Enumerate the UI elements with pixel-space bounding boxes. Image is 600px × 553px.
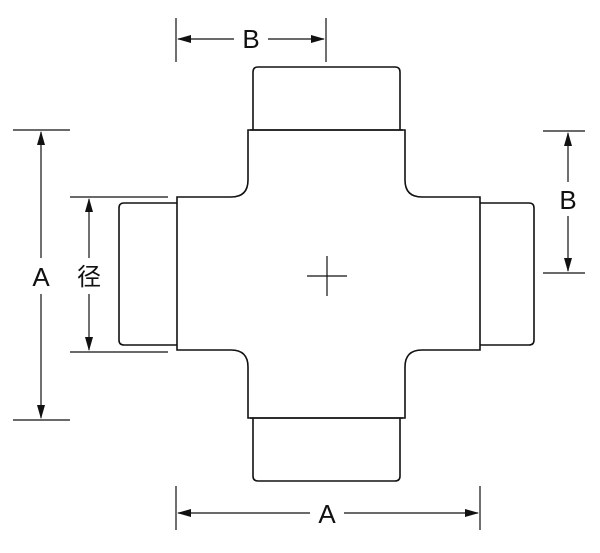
- bottom-a-arrow-left: [177, 509, 191, 517]
- diameter-arrow-top: [85, 198, 93, 212]
- diameter-arrow-bottom: [85, 337, 93, 351]
- right-b-arrow-bottom: [564, 258, 572, 272]
- left-a-arrow-top: [37, 131, 45, 145]
- right-b-label: B: [559, 185, 576, 215]
- left-a-arrow-bottom: [37, 405, 45, 419]
- cross-body-outline: [176, 129, 481, 419]
- top-pipe-stub: [252, 66, 401, 130]
- right-pipe-stub: [480, 202, 535, 346]
- bottom-a-arrow-right: [465, 509, 479, 517]
- bottom-a-label: A: [318, 499, 336, 529]
- diameter-label: 径: [77, 263, 101, 291]
- left-a-label: A: [32, 262, 50, 292]
- bottom-pipe-stub: [252, 418, 401, 482]
- top-b-arrow-right: [311, 35, 325, 43]
- top-b-label: B: [242, 24, 259, 54]
- top-b-arrow-left: [177, 35, 191, 43]
- right-b-arrow-top: [564, 132, 572, 146]
- left-pipe-stub: [118, 202, 177, 346]
